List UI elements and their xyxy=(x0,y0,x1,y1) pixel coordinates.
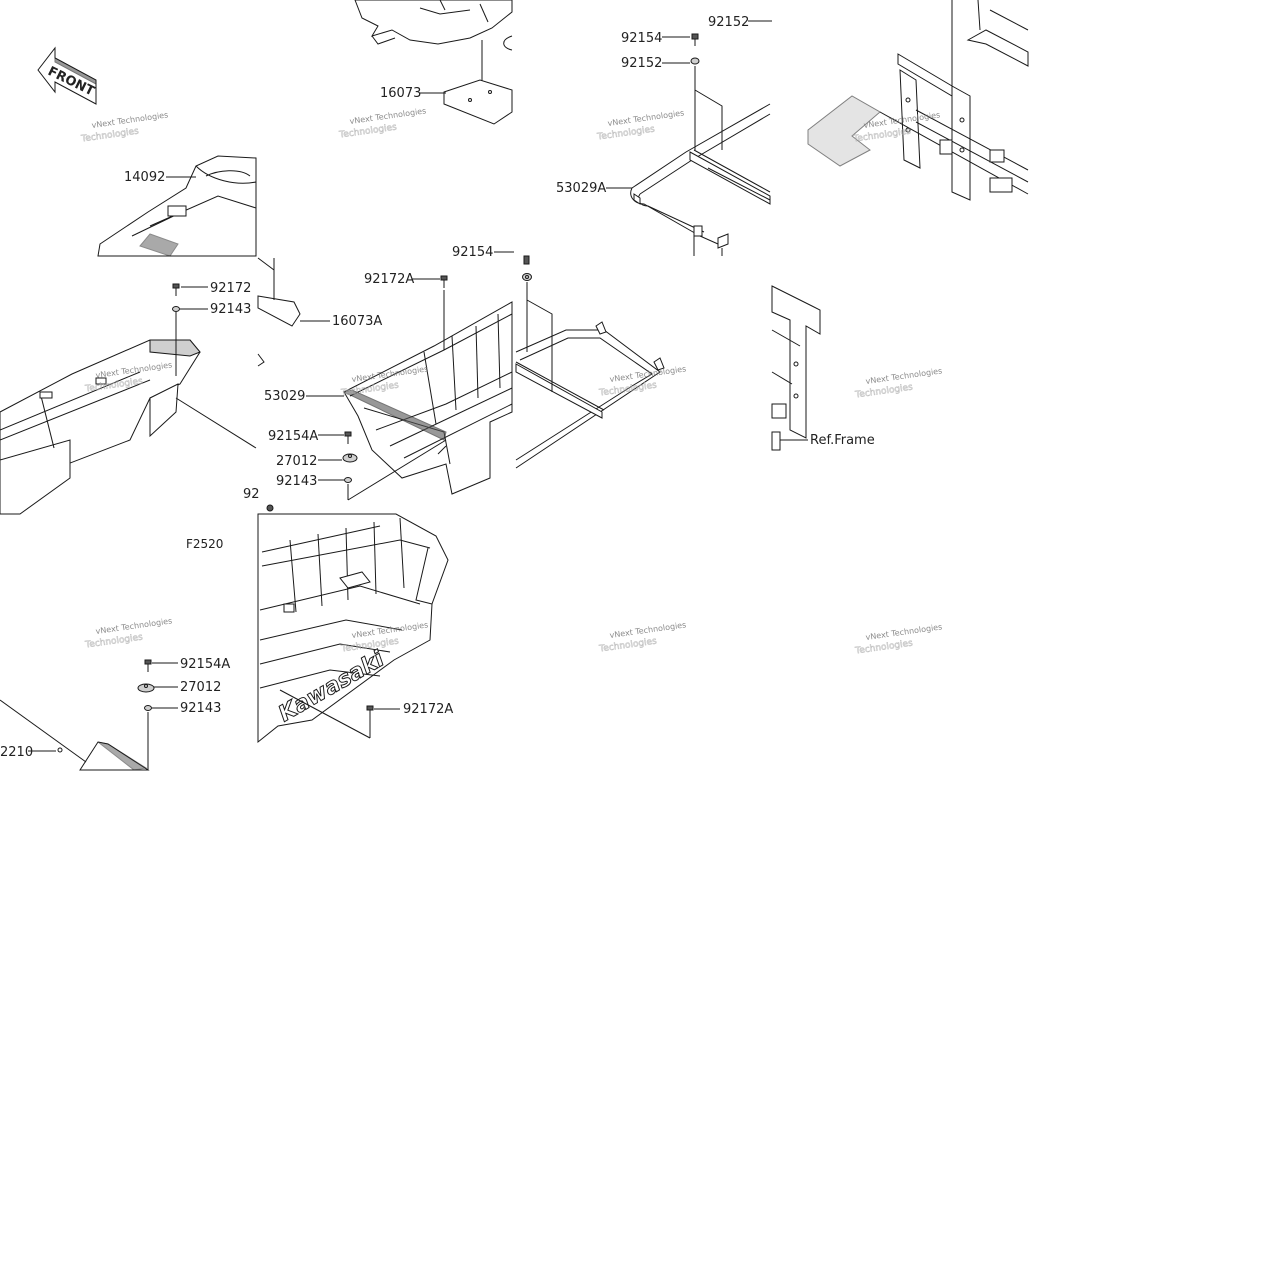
callout-92143-b: 92143 xyxy=(276,474,317,489)
washer-92143-c xyxy=(144,705,152,711)
frame-ref-section xyxy=(771,285,821,451)
bolt-92154-mid xyxy=(523,255,530,265)
callout-16073A: 16073A xyxy=(332,314,382,329)
floor-pan-left xyxy=(0,339,201,515)
chassis-frame-top xyxy=(807,0,1029,201)
cargo-bed-53029 xyxy=(342,301,513,495)
callout-27012-a: 27012 xyxy=(276,454,317,469)
callout-27012-b: 27012 xyxy=(180,680,221,695)
callout-14092: 14092 xyxy=(124,170,165,185)
washer-92143-b xyxy=(344,477,352,483)
washer-92143-a xyxy=(172,306,180,312)
bolt-92172A-mid xyxy=(440,275,448,288)
callout-92154-mid: 92154 xyxy=(452,245,493,260)
cargo-frame-53029A xyxy=(630,103,771,256)
callout-92154A-a: 92154A xyxy=(268,429,318,444)
callout-92-partial: 92 xyxy=(243,487,260,502)
callout-92172: 92172 xyxy=(210,281,251,296)
watermark-7: vNext Technologies Technologies xyxy=(598,364,687,399)
front-arrow-icon: FRONT xyxy=(37,46,97,105)
bolt-92154A-b xyxy=(144,659,152,672)
watermark-2: vNext Technologies Technologies xyxy=(338,106,427,141)
watermark-3: vNext Technologies Technologies xyxy=(596,108,685,143)
bolt-92-partial xyxy=(266,504,274,512)
bolt-92154-top xyxy=(691,33,699,46)
svg-text:Technologies: Technologies xyxy=(854,383,914,401)
callout-92152-top: 92152 xyxy=(708,15,749,30)
bracket-27012-a xyxy=(342,453,358,463)
watermark-9: vNext Technologies Technologies xyxy=(84,616,173,651)
seat-base-14092 xyxy=(97,155,257,257)
callout-53029: 53029 xyxy=(264,389,305,404)
bolt-92172A-bottom xyxy=(366,705,374,716)
watermark-12: vNext Technologies Technologies xyxy=(854,622,943,657)
svg-text:Technologies: Technologies xyxy=(84,633,144,651)
callout-2210: 2210 xyxy=(0,745,33,760)
washer-92152-top xyxy=(690,57,700,65)
pad-16073 xyxy=(443,79,513,125)
washer-92152-low xyxy=(522,273,532,281)
callout-92143-a: 92143 xyxy=(210,302,251,317)
callout-92172A-bottom: 92172A xyxy=(403,702,453,717)
watermark-1: vNext Technologies Technologies xyxy=(80,110,169,145)
svg-text:Technologies: Technologies xyxy=(854,639,914,657)
tank-assembly-top xyxy=(354,0,513,82)
watermark-8: vNext Technologies Technologies xyxy=(854,366,943,401)
bolt-92172 xyxy=(172,283,180,296)
callout-ref-frame: Ref.Frame xyxy=(810,433,875,448)
watermark-11: vNext Technologies Technologies xyxy=(598,620,687,655)
callout-16073: 16073 xyxy=(380,86,421,101)
floor-pan-bottom-left xyxy=(0,699,150,771)
figure-code: F2520 xyxy=(186,537,223,551)
cargo-frame-mid xyxy=(515,321,665,469)
bolt-92154A-a xyxy=(344,431,352,444)
callout-92154A-b: 92154A xyxy=(180,657,230,672)
svg-text:Technologies: Technologies xyxy=(598,637,658,655)
mat-16073A xyxy=(257,257,301,367)
svg-text:Technologies: Technologies xyxy=(598,381,658,399)
callout-92143-c: 92143 xyxy=(180,701,221,716)
callout-92154-top: 92154 xyxy=(621,31,662,46)
bracket-27012-b xyxy=(137,683,155,693)
svg-text:Technologies: Technologies xyxy=(338,123,398,141)
svg-text:Technologies: Technologies xyxy=(596,125,656,143)
callout-53029A: 53029A xyxy=(556,181,606,196)
svg-text:Technologies: Technologies xyxy=(80,127,140,145)
callout-92152-mid: 92152 xyxy=(621,56,662,71)
callout-92172A-mid: 92172A xyxy=(364,272,414,287)
